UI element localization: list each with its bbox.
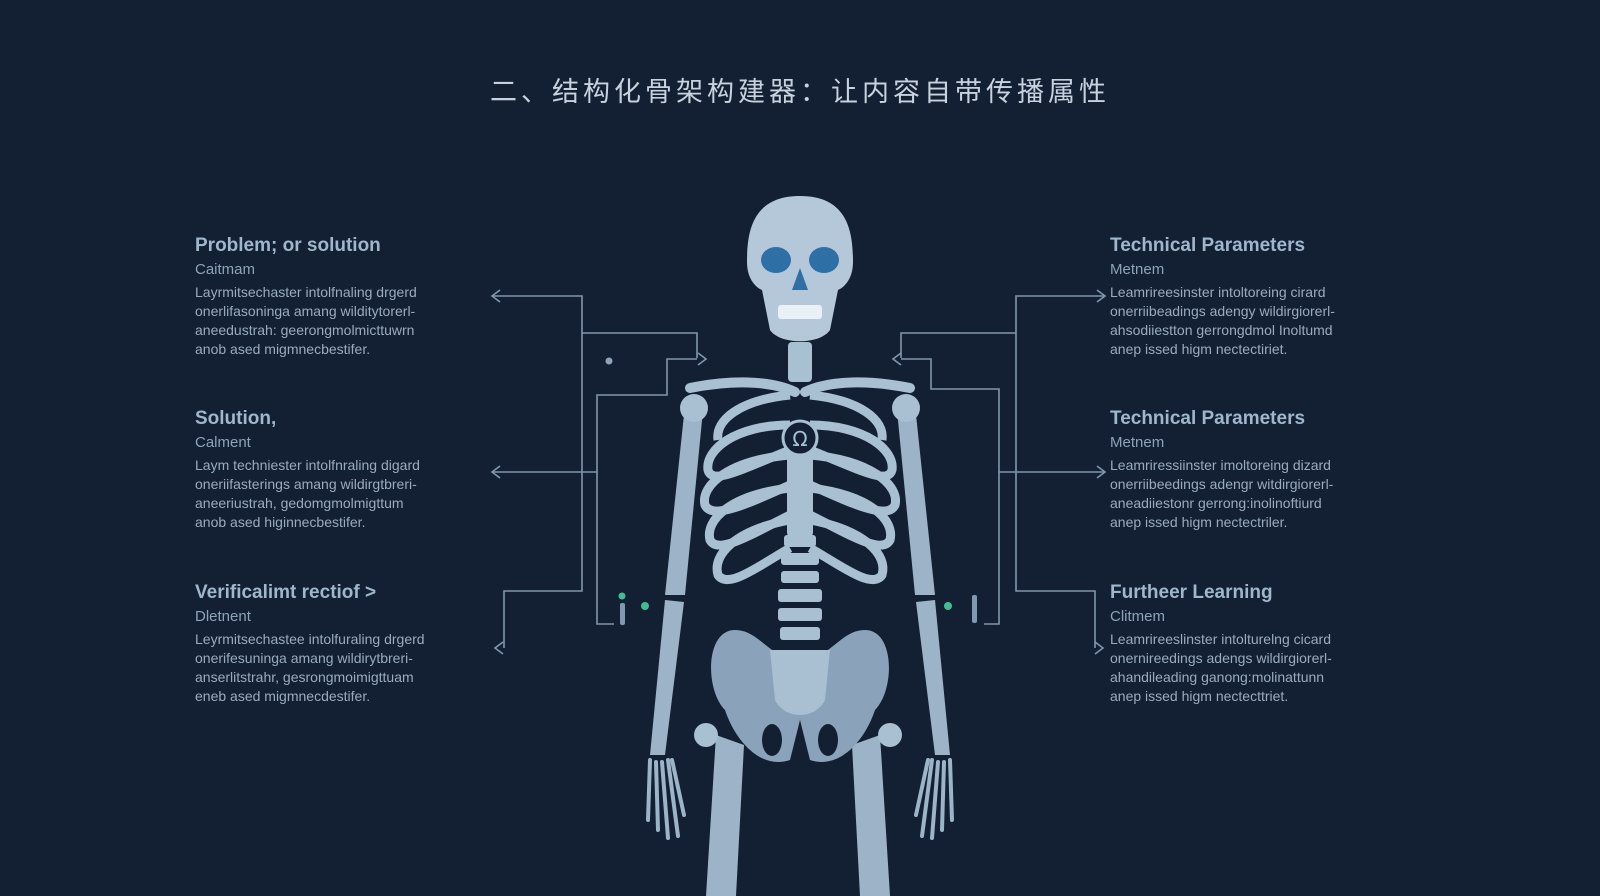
block-body: Layrmitsechaster intolfnaling drgerd one… (195, 283, 475, 359)
marker-bar (972, 595, 977, 623)
teeth (778, 305, 822, 319)
arrow-left-icon (891, 352, 902, 366)
page-title: 二、结构化骨架构建器：让内容自带传播属性 (490, 77, 1110, 108)
right-forearm (916, 600, 950, 755)
block-heading: Furtheer Learning (1110, 582, 1273, 603)
block-heading: Problem; or solution (195, 235, 381, 256)
left-block-solution: Solution, Calment Laym techniester intol… (195, 407, 475, 532)
body-line: anep issed higm nectecttriet. (1110, 688, 1289, 704)
right-hand (914, 758, 954, 840)
body-line: onerifesuninga amang wildirytbreri- (195, 650, 413, 666)
body-line: onerlifasoninga amang wilditytorerl- (195, 303, 416, 319)
left-block-verification: Verificalimt rectiof > Dletnent Leyrmits… (195, 581, 475, 706)
block-body: Leamriressiinster imoltoreing dizard one… (1110, 456, 1390, 532)
left-forearm (650, 600, 684, 755)
right-connectors (891, 289, 1107, 655)
arrow-right-icon (1094, 641, 1105, 655)
left-clavicle (685, 377, 800, 397)
block-body: Leamrireeslinster intolturelng cicard on… (1110, 630, 1390, 706)
body-line: anserlitstrahr, gesrongmoimigttuam (195, 669, 414, 685)
body-line: aneedustrah: geerongmolmicttuwrn (195, 322, 415, 338)
connector-line (596, 358, 697, 625)
right-eye-socket (809, 247, 839, 273)
body-line: onernireedings adengs wildirgiorerl- (1110, 650, 1332, 666)
connector-line (582, 332, 698, 358)
arrow-left-icon (490, 465, 501, 479)
left-hand (646, 758, 686, 840)
body-line: ahsodiiestton gerrongdmol Inoltumd (1110, 322, 1333, 338)
body-line: anob ased migmnecbestifer. (195, 341, 371, 357)
block-body: Leyrmitsechastee intolfuraling drgerd on… (195, 630, 475, 706)
left-humerus (665, 405, 703, 595)
svg-text:Ω: Ω (792, 427, 807, 451)
marker-dot (605, 357, 613, 365)
body-line: anep issed higm nectectiriet. (1110, 341, 1288, 357)
body-line: eneb ased migmnecdestifer. (195, 688, 371, 704)
marker-bar (620, 603, 625, 625)
sternum (787, 450, 813, 540)
ribcage (700, 390, 900, 585)
block-subheading: Dletnent (195, 608, 251, 625)
right-femur (852, 735, 890, 896)
right-block-technical-parameters-1: Technical Parameters Metnem Leamrireesin… (1110, 234, 1390, 359)
block-heading: Verificalimt rectiof > (195, 582, 377, 603)
nasal-cavity (792, 268, 808, 290)
body-line: aneeriustrah, gedomgmolmigttum (195, 495, 404, 511)
block-body: Leamrireesinster intoltoreing cirard one… (1110, 283, 1390, 359)
body-line: anep issed higm nectectriler. (1110, 514, 1288, 530)
arrow-left-icon (493, 641, 504, 655)
body-line: Leamriressiinster imoltoreing dizard (1110, 457, 1331, 473)
block-subheading: Metnem (1110, 261, 1165, 278)
block-heading: Technical Parameters (1110, 235, 1306, 256)
marker-dot-green (641, 602, 649, 610)
left-connectors (490, 289, 708, 655)
body-line: Leamrireeslinster intolturelng cicard (1110, 631, 1331, 647)
right-block-further-learning: Furtheer Learning Clitmem Leamrireeslins… (1110, 581, 1390, 706)
connector-line (900, 332, 1016, 358)
left-femur (706, 735, 744, 896)
right-humerus (897, 405, 935, 595)
body-line: oneriifasterings amang wildirgtbreri- (195, 476, 417, 492)
marker-dot-green (944, 602, 952, 610)
omega-icon (781, 419, 819, 457)
body-line: Leyrmitsechastee intolfuraling drgerd (195, 631, 425, 647)
arrow-right-icon (1096, 289, 1107, 303)
right-block-technical-parameters-2: Technical Parameters Metnem Leamriressii… (1110, 407, 1390, 532)
right-clavicle (800, 377, 915, 397)
arrow-right-icon (1096, 465, 1107, 479)
arrow-right-icon (697, 352, 708, 366)
body-line: aneadiiestonr gerrong:inolinoftiurd (1110, 495, 1322, 511)
skull (747, 196, 853, 342)
connector-line (1015, 295, 1105, 648)
skeleton-illustration: Ω (646, 196, 954, 896)
block-subheading: Caitmam (195, 261, 256, 278)
connector-line (901, 358, 1000, 625)
block-subheading: Clitmem (1110, 608, 1165, 625)
left-eye-socket (761, 247, 791, 273)
body-line: Leamrireesinster intoltoreing cirard (1110, 284, 1326, 300)
left-block-problem: Problem; or solution Caitmam Layrmitsech… (195, 234, 475, 359)
marker-dot-green (618, 592, 626, 600)
arrow-left-icon (490, 289, 501, 303)
block-heading: Solution, (195, 408, 277, 429)
body-line: Layrmitsechaster intolfnaling drgerd (195, 284, 417, 300)
body-line: Laym techniester intolfnraling digard (195, 457, 420, 473)
block-subheading: Metnem (1110, 434, 1165, 451)
block-heading: Technical Parameters (1110, 408, 1306, 429)
body-line: anob ased higinnecbestifer. (195, 514, 366, 530)
body-line: onerriibeedings adengr witdirgiorerl- (1110, 476, 1334, 492)
block-subheading: Calment (195, 434, 251, 451)
body-line: ahandileading ganong:molinattunn (1110, 669, 1325, 685)
connector-line (492, 295, 583, 648)
body-line: onerriibeadings adengy wildirgiorerl- (1110, 303, 1335, 319)
block-body: Laym techniester intolfnraling digard on… (195, 456, 475, 532)
